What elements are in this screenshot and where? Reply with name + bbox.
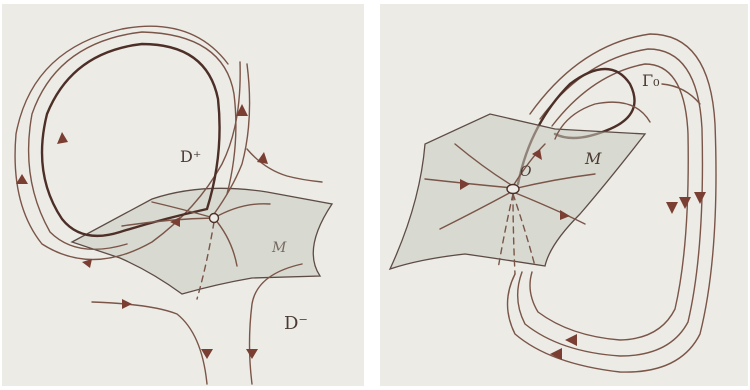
left-figure-svg: D⁺ D⁻ M (2, 4, 364, 386)
left-arrow-5 (257, 152, 268, 164)
left-arrow-7 (122, 299, 132, 309)
label-right-manifold: M (584, 149, 602, 168)
right-arrow-3 (666, 202, 678, 214)
left-saddle-point (210, 214, 219, 223)
right-figure: Γ₀ O M (380, 4, 748, 386)
label-d-minus: D⁻ (284, 313, 308, 334)
right-arrow-1 (694, 192, 706, 204)
label-origin: O (520, 164, 532, 180)
left-arrow-3 (82, 259, 92, 268)
left-lower-trajectory-1 (92, 302, 207, 384)
right-arrow-5 (565, 334, 577, 346)
left-arrow-1 (57, 132, 68, 144)
label-d-plus: D⁺ (180, 147, 201, 166)
left-arrow-9 (246, 349, 258, 359)
right-arrow-2 (679, 197, 691, 209)
right-origin-point (507, 185, 519, 194)
right-figure-svg: Γ₀ O M (380, 4, 748, 386)
label-gamma: Γ₀ (642, 71, 660, 90)
left-figure: D⁺ D⁻ M (2, 4, 364, 386)
left-arrow-2 (16, 174, 28, 184)
left-right-trajectory (247, 149, 322, 182)
label-left-manifold: M (271, 240, 287, 256)
